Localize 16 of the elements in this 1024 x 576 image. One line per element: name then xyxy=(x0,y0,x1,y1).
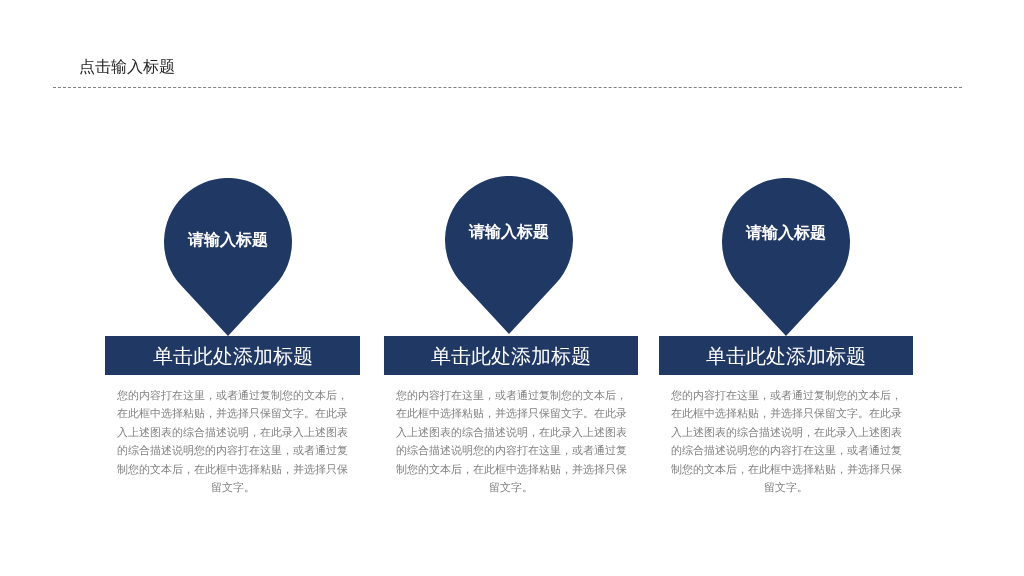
title-bar xyxy=(105,336,360,375)
description-text: 您的内容打在这里，或者通过复制您的文本后，在此框中选择粘贴，并选择只保留文字。在此录入上述图表的综合描述说明，在此录入上述图表的综合描述说明您的内容打在这里，或者通过复制您的文本后，在此框中选择粘贴，并选择只保留文字。 xyxy=(116,388,349,497)
title-bar xyxy=(659,336,913,375)
description-text: 您的内容打在这里，或者通过复制您的文本后，在此框中选择粘贴，并选择只保留文字。在此录入上述图表的综合描述说明，在此录入上述图表的综合描述说明您的内容打在这里，或者通过复制您的文本后，在此框中选择粘贴，并选择只保留文字。 xyxy=(669,388,903,497)
pin-shape xyxy=(164,178,292,336)
pin-title: 请输入标题 xyxy=(746,223,826,243)
bar-title: 单击此处添加标题 xyxy=(152,342,313,369)
pin-shape xyxy=(445,176,573,334)
bar-title: 单击此处添加标题 xyxy=(706,342,866,369)
description-text: 您的内容打在这里，或者通过复制您的文本后，在此框中选择粘贴，并选择只保留文字。在此录入上述图表的综合描述说明，在此录入上述图表的综合描述说明您的内容打在这里，或者通过复制您的文本后，在此框中选择粘贴，并选择只保留文字。 xyxy=(394,388,628,497)
title-bar xyxy=(384,336,638,375)
pin-title: 请输入标题 xyxy=(469,222,549,242)
slide-title: 点击输入标题 xyxy=(79,56,175,78)
pin-title: 请输入标题 xyxy=(188,230,268,250)
bar-title: 单击此处添加标题 xyxy=(431,342,591,369)
pin-shape xyxy=(722,178,850,336)
